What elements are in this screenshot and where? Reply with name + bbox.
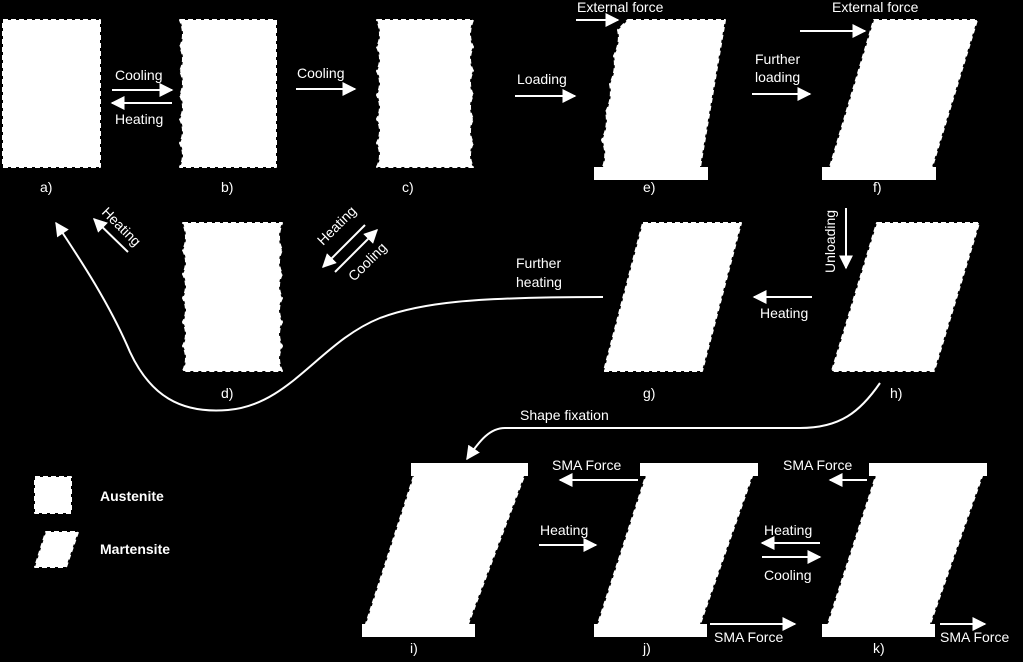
label-f-external-force: External force (832, 0, 919, 15)
label-j-k-cooling: Cooling (764, 567, 811, 583)
label-g-further: Further (516, 255, 561, 271)
label-j-k-heating: Heating (764, 522, 812, 538)
arrow-d-to-a (92, 218, 129, 253)
panel-label-c: c) (402, 179, 414, 195)
label-k-sma-force-bottom: SMA Force (940, 629, 1009, 645)
martensite-block-j (597, 475, 753, 625)
legend-martensite-label: Martensite (100, 541, 170, 557)
top-plate-i (411, 463, 528, 476)
mixed-block-c (376, 19, 474, 168)
label-g-heating: heating (516, 274, 562, 290)
martensite-block-k (827, 475, 983, 625)
label-i-j-heating: Heating (540, 522, 588, 538)
base-plate-j (594, 624, 707, 637)
panel-label-a: a) (40, 179, 52, 195)
curve-h-to-i (466, 382, 881, 461)
panel-label-b: b) (221, 179, 233, 195)
label-j-sma-force-top: SMA Force (552, 457, 621, 473)
mixed-block-b (179, 19, 277, 168)
label-k-sma-force-top: SMA Force (783, 457, 852, 473)
label-e-f-further: Further (755, 51, 800, 67)
curve-g-to-a (55, 221, 604, 412)
label-d-c-cooling: Cooling (345, 239, 390, 284)
label-h-i-shape-fixation: Shape fixation (520, 407, 609, 423)
base-plate-f (822, 167, 936, 180)
top-plate-k (869, 463, 987, 476)
panel-label-h: h) (890, 385, 902, 401)
legend-martensite-swatch (34, 531, 79, 568)
label-d-a-heating: Heating (99, 204, 144, 249)
panel-label-f: f) (873, 179, 882, 195)
panel-label-i: i) (410, 640, 418, 656)
label-j-sma-force-bottom: SMA Force (714, 629, 783, 645)
label-b-a-heating: Heating (115, 111, 163, 127)
martensite-block-f (829, 19, 978, 168)
label-e-f-loading: loading (755, 69, 800, 85)
martensite-block-g (603, 222, 742, 372)
panel-label-g: g) (643, 385, 655, 401)
base-plate-i (362, 624, 475, 637)
panel-label-k: k) (873, 640, 885, 656)
martensite-block-h (831, 222, 980, 372)
base-plate-e (594, 167, 708, 180)
base-plate-k (822, 624, 935, 637)
sheared-block-e (601, 19, 726, 168)
panel-label-j: j) (642, 640, 651, 656)
top-plate-j (640, 463, 758, 476)
label-a-b-cooling: Cooling (115, 67, 162, 83)
label-b-c-cooling: Cooling (297, 65, 344, 81)
martensite-block-i (365, 475, 525, 625)
panel-label-d: d) (221, 385, 233, 401)
legend-austenite-label: Austenite (100, 488, 164, 504)
panel-label-e: e) (643, 179, 655, 195)
label-f-h-unloading: Unloading (822, 210, 838, 273)
arrow-d-to-c (334, 229, 378, 273)
mixed-block-d (182, 222, 283, 372)
arrow-c-to-d (322, 224, 366, 268)
label-h-g-heating: Heating (760, 305, 808, 321)
label-c-e-loading: Loading (517, 71, 567, 87)
austenite-block-a (2, 19, 101, 168)
label-c-d-heating: Heating (314, 203, 359, 248)
legend-austenite-swatch (34, 476, 72, 514)
label-e-external-force: External force (577, 0, 664, 15)
